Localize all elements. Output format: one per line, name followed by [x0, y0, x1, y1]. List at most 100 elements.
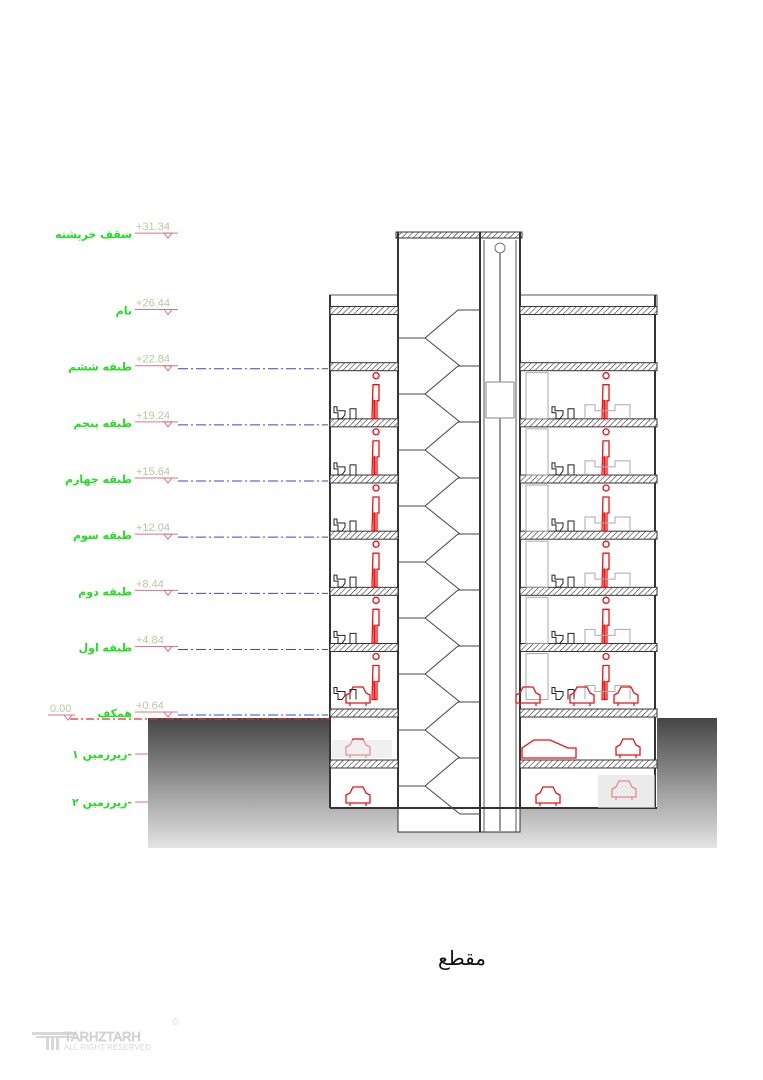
elevator-cab: [485, 381, 515, 419]
sofa-icon: [584, 516, 631, 532]
level-elevation: +31.34: [136, 221, 170, 233]
car-icon: [535, 786, 561, 806]
stair-flight: [398, 365, 480, 395]
car-icon: [345, 686, 371, 706]
stair-flight: [398, 757, 480, 787]
sports-car-icon: [521, 739, 577, 759]
basement-name: زیرزمین ۲-: [72, 796, 132, 809]
door-icon: [525, 596, 549, 644]
floor-slab: [519, 306, 658, 316]
toilet-sink-icon: [551, 686, 575, 700]
person-icon: [371, 484, 380, 532]
car-icon: [613, 686, 639, 706]
elevation-arrow-icon: [162, 309, 174, 316]
floor-slab: [329, 362, 399, 372]
floor-slab: [519, 530, 658, 540]
floor-slab: [329, 708, 399, 718]
level-name: همکف: [98, 707, 133, 720]
level-name: طبقه سوم: [73, 529, 132, 542]
level-elevation: +12.04: [136, 522, 170, 534]
floor-slab: [329, 586, 399, 596]
level-marker: طبقه اول +4.84: [79, 634, 328, 654]
core-roof-slab: [395, 231, 523, 239]
car-icon: [569, 686, 595, 706]
level-marker: طبقه سوم +12.04: [73, 522, 328, 542]
floor-slab: [329, 642, 399, 652]
sofa-icon: [584, 404, 631, 419]
floor-slab: [329, 418, 399, 428]
door-icon: [525, 652, 549, 700]
elevation-arrow-icon: [162, 589, 174, 597]
stair-flight: [398, 309, 480, 339]
toilet-sink-icon: [333, 630, 357, 644]
ground-level-marker: 0.00: [48, 703, 330, 721]
person-icon: [601, 372, 610, 420]
level-elevation: +0.64: [136, 700, 164, 712]
floor-slab: [519, 362, 658, 372]
toilet-sink-icon: [551, 462, 575, 476]
level-name: سقف خرپشته: [55, 228, 132, 241]
ground-elevation: 0.00: [50, 703, 71, 715]
sofa-icon: [584, 572, 631, 588]
person-icon: [371, 428, 380, 476]
person-icon: [601, 652, 610, 701]
person-icon: [601, 428, 610, 476]
door-icon: [525, 428, 549, 476]
tarhztarh-logo: TARHZTARH © ALL RIGHT RESERVED: [32, 1017, 179, 1052]
logo-mark: ©: [172, 1017, 179, 1027]
floor-slab: [519, 586, 658, 596]
stair-flight: [398, 701, 480, 731]
toilet-sink-icon: [333, 518, 357, 532]
level-elevation: +15.64: [136, 466, 170, 478]
level-name: طبقه چهارم: [65, 473, 132, 486]
person-icon: [371, 540, 380, 588]
level-marker: همکف+0.64: [98, 700, 328, 720]
level-elevation: +22.84: [136, 354, 170, 366]
door-icon: [525, 540, 549, 588]
floor-slab: [519, 642, 658, 652]
toilet-sink-icon: [333, 574, 357, 588]
level-marker: طبقه دوم+8.44: [78, 578, 328, 598]
floor-slab: [329, 759, 399, 769]
floor-slab: [519, 418, 658, 428]
stair-flight: [398, 589, 480, 619]
person-icon: [371, 596, 380, 644]
basement-name: زیرزمین ۱-: [72, 748, 132, 761]
level-marker: طبقه ششم +22.84: [68, 354, 328, 374]
level-name: طبقه پنجم: [74, 417, 132, 430]
level-name: طبقه اول: [79, 641, 132, 654]
building: [329, 231, 658, 833]
drawing-title: مقطع: [438, 946, 486, 970]
logo-brand: TARHZTARH: [64, 1029, 141, 1044]
level-elevation: +19.24: [136, 410, 170, 422]
toilet-sink-icon: [551, 630, 575, 644]
core-body: [397, 231, 521, 833]
sofa-icon: [584, 460, 631, 475]
toilet-sink-icon: [333, 462, 357, 476]
level-elevation: +26.44: [136, 298, 170, 310]
elevation-arrow-icon: [162, 533, 174, 540]
person-icon: [601, 484, 610, 532]
elevation-arrow-icon: [162, 421, 174, 428]
level-name: طبقه ششم: [68, 361, 132, 374]
parking-ramp: [598, 775, 655, 808]
stair-flight: [398, 477, 480, 507]
level-marker: سقف خرپشته +31.34: [55, 221, 178, 241]
person-icon: [371, 652, 380, 701]
stair-flight: [398, 533, 480, 563]
elevation-arrow-icon: [162, 711, 174, 718]
logo-tagline: ALL RIGHT RESERVED: [64, 1043, 151, 1052]
elevation-arrow-icon: [62, 714, 74, 721]
level-marker: طبقه چهارم +15.64: [65, 466, 328, 486]
car-icon: [615, 738, 641, 758]
floor-slab: [519, 474, 658, 484]
stair-flight: [398, 645, 480, 675]
sofa-icon: [584, 628, 631, 644]
toilet-sink-icon: [551, 406, 575, 420]
floor-slab: [329, 474, 399, 484]
level-elevation: +8.44: [136, 578, 164, 590]
level-elevation: +4.84: [136, 634, 164, 646]
toilet-sink-icon: [551, 574, 575, 588]
